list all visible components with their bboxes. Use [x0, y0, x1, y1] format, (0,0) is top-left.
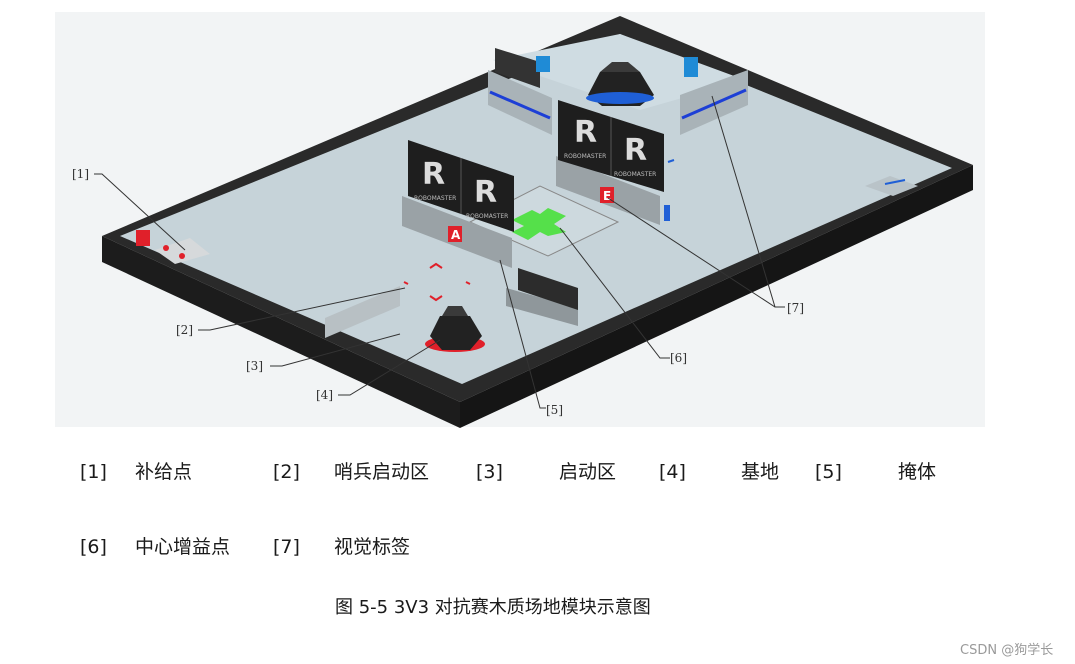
watermark: CSDN @狗学长 [960, 643, 1054, 658]
blue-base [586, 62, 654, 106]
svg-text:R: R [624, 133, 647, 168]
callout-4: [4] [316, 388, 333, 402]
svg-text:R: R [422, 157, 445, 192]
legend-label-cover: 掩体 [898, 461, 937, 483]
perimeter-wall-front-face [102, 236, 460, 428]
supply-marker [179, 253, 185, 259]
rear-banner: R R ROBOMASTER ROBOMASTER [558, 100, 664, 192]
front-banner: R R ROBOMASTER ROBOMASTER [408, 140, 514, 232]
supply-marker [884, 179, 906, 185]
callout-2: [2] [176, 323, 193, 337]
legend-num-5: [5] [815, 461, 842, 483]
legend-num-7: [7] [273, 536, 300, 558]
red-vision-tag-supply [136, 230, 150, 246]
legend-label-center-buff: 中心增益点 [135, 536, 231, 558]
supply-marker [163, 245, 169, 251]
svg-text:R: R [574, 115, 597, 150]
svg-text:R: R [474, 175, 497, 210]
callout-6: [6] [670, 351, 687, 365]
callout-5: [5] [546, 403, 563, 417]
vision-tag-e-letter: E [603, 189, 611, 203]
legend-label-vision-tag: 视觉标签 [334, 536, 411, 558]
red-supply-point [155, 238, 210, 264]
legend-label-sentry-start: 哨兵启动区 [334, 461, 430, 483]
back-panel-left [495, 48, 540, 88]
red-start-wall [325, 286, 400, 338]
perimeter-wall-right-face [460, 165, 973, 428]
blue-vision-tag [536, 56, 550, 72]
legend-label-base: 基地 [741, 461, 780, 483]
callout-7: [7] [787, 301, 804, 315]
blue-left-wall [488, 70, 552, 135]
legend-num-3: [3] [476, 461, 503, 483]
red-vision-tag-e [600, 187, 614, 203]
arena-diagram: R R ROBOMASTER ROBOMASTER E R R ROBOMAST… [55, 12, 985, 428]
blue-stripe [489, 90, 551, 120]
banner-text: ROBOMASTER [564, 153, 606, 160]
legend-num-4: [4] [659, 461, 686, 483]
vision-tag-a-letter: A [451, 228, 461, 242]
legend-num-6: [6] [80, 536, 107, 558]
banner-text: ROBOMASTER [466, 213, 508, 220]
legend-label-supply: 补给点 [135, 461, 193, 483]
callout-3: [3] [246, 359, 263, 373]
sentry-start-markers [403, 262, 471, 302]
small-cover-right [506, 288, 578, 326]
callout-leaders [94, 95, 785, 409]
legend-num-2: [2] [273, 461, 300, 483]
red-vision-tag-a [448, 226, 462, 242]
legend-num-1: [1] [80, 461, 107, 483]
blue-marker [667, 159, 675, 163]
blue-vision-tag [684, 57, 698, 77]
banner-text: ROBOMASTER [414, 195, 456, 202]
figure-caption: 图 5-5 3V3 对抗赛木质场地模块示意图 [335, 597, 651, 618]
small-cover-right-top [518, 268, 578, 310]
blue-marker [664, 205, 670, 221]
banner-text: ROBOMASTER [614, 171, 656, 178]
blue-supply-point [865, 176, 918, 196]
callout-1: [1] [72, 167, 89, 181]
legend-label-start-zone: 启动区 [559, 461, 617, 483]
center-buff-cross [512, 208, 566, 240]
